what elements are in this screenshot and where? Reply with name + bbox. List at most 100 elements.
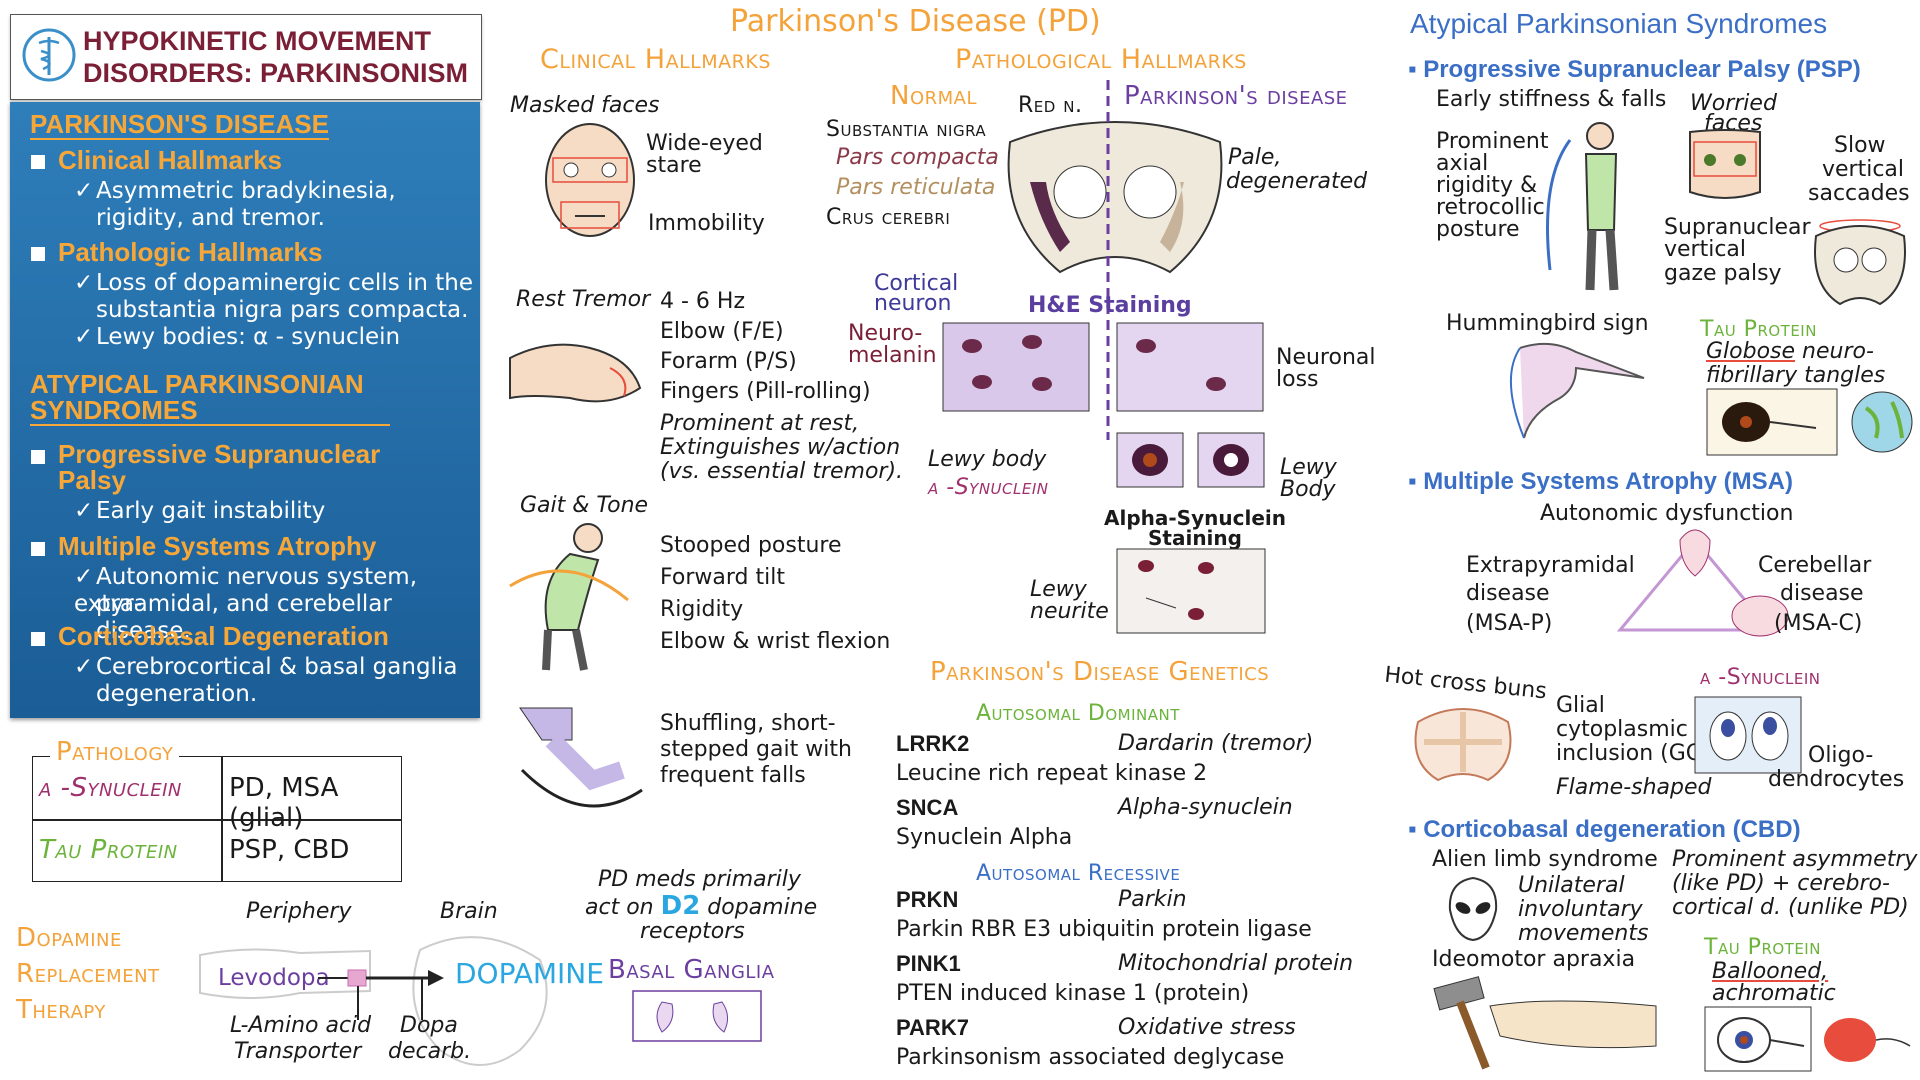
levodopa-arrow (318, 969, 444, 1020)
alien-head-icon (1448, 876, 1498, 942)
gait-tone-label: Gait & Tone (520, 493, 649, 518)
aps-header-2: SYNDROMES (30, 396, 390, 426)
check-item: ✓Loss of dopaminergic cells in the (74, 270, 474, 296)
stooped-label: Stooped posture (660, 533, 842, 558)
periphery-label: Periphery (246, 899, 352, 924)
alien-label: Alien limb syndrome (1432, 847, 1658, 872)
tremor-hand-illustration (509, 343, 642, 403)
meds-line-3: receptors (640, 919, 745, 944)
retrocollic-figure-illustration (1546, 122, 1619, 291)
lewy-neurite-label-2: neurite (1030, 599, 1109, 624)
gene-protein: Oxidative stress (1118, 1015, 1296, 1040)
forarm-label: Forarm (P/S) (660, 349, 797, 374)
lewy-body-label: Lewy body (928, 447, 1047, 472)
wide-eyed-label-1: Wide-eyed (646, 131, 763, 156)
table-row-disease: PD, MSA (glial) (229, 773, 339, 833)
check-item: ✓Early gait instability (74, 498, 326, 524)
check-item: ✓Lewy bodies: α - synuclein (74, 324, 401, 350)
transporter-label-1: L-Amino acid (230, 1013, 372, 1038)
unilateral-label-3: movements (1518, 921, 1649, 946)
check-item: ✓Autonomic nervous system, extra- (74, 564, 418, 617)
aps-header-1: ATYPICAL PARKINSONIAN (30, 369, 364, 399)
clinical-hallmarks-heading: Clinical Hallmarks (58, 145, 282, 175)
globose-label-2: fibrillary tangles (1706, 363, 1886, 388)
hammer-hand-illustration (1433, 976, 1657, 1070)
red-n-label: Red n. (1018, 93, 1083, 118)
psp-heading-1: Progressive Supranuclear (58, 439, 381, 469)
worried-label-1: Worried (1690, 91, 1777, 116)
table-row-protein: α -Synuclein (39, 773, 182, 803)
axial-label-5: posture (1436, 217, 1520, 242)
rigidity-label: Rigidity (660, 597, 744, 622)
decarb-label-2: decarb. (388, 1039, 472, 1064)
cbd-tau-label: Tau Protein (1704, 935, 1821, 960)
msa-triangle-diagram (1616, 529, 1789, 637)
pathology-table-title: Pathology (50, 739, 180, 765)
normal-label: Normal (890, 81, 977, 111)
supra-label-2: vertical (1664, 237, 1747, 262)
bullet-square (31, 155, 45, 169)
oligo-label-2: dendrocytes (1768, 767, 1905, 792)
gene-name: PINK1 (896, 951, 961, 976)
gene-fullname: Parkin RBR E3 ubiquitin protein ligase (896, 917, 1312, 942)
ballooned-neuron-illustration (1704, 1006, 1911, 1072)
he-pd-panel (1116, 322, 1264, 412)
lewy-body-right-2: Body (1280, 477, 1336, 502)
check-item: ✓Asymmetric bradykinesia, (74, 178, 396, 204)
prominent-line-1: Prominent at rest, (660, 411, 860, 436)
caduceus-icon (22, 28, 76, 82)
alpha-syn-label: α -Synuclein (928, 475, 1049, 500)
gene-protein: Alpha-synuclein (1118, 795, 1293, 820)
elbow-label: Elbow (F/E) (660, 319, 784, 344)
title-line-1: HYPOKINETIC MOVEMENT (83, 26, 432, 56)
cortical-label-1: Cortical (874, 271, 959, 296)
neuromelanin-label-1: Neuro- (848, 321, 923, 346)
main-title: Parkinson's Disease (PD) (730, 4, 1101, 39)
brain-label: Brain (440, 899, 498, 924)
asym-label-3: cortical d. (unlike PD) (1672, 895, 1909, 920)
gene-fullname: PTEN induced kinase 1 (protein) (896, 981, 1250, 1006)
cereb-label-2: disease (1780, 581, 1864, 606)
pars-compacta-label: Pars compacta (836, 145, 999, 170)
cbd-title: ▪ Corticobasal degeneration (CBD) (1408, 816, 1801, 843)
prominent-line-3: (vs. essential tremor). (660, 459, 904, 484)
pale-label-1: Pale, (1228, 145, 1282, 170)
lewy-body-panels (1116, 432, 1265, 488)
cereb-label-1: Cerebellar (1758, 553, 1872, 578)
axial-label-4: retrocollic (1436, 195, 1545, 220)
levodopa-label: Levodopa (218, 965, 330, 991)
forward-label: Forward tilt (660, 565, 785, 590)
gene-protein: Dardarin (tremor) (1118, 731, 1314, 756)
basal-ganglia-diagram (632, 990, 762, 1042)
msa-title: ▪ Multiple Systems Atrophy (MSA) (1408, 468, 1793, 495)
shuffling-legs-illustration (519, 707, 643, 808)
axial-label-2: axial (1436, 151, 1489, 176)
gene-name: PRKN (896, 887, 959, 912)
immobility-label: Immobility (648, 211, 765, 236)
cereb-label-3: (MSA-C) (1774, 611, 1863, 636)
gene-fullname: Parkinsonism associated deglycase (896, 1045, 1285, 1070)
oligo-label-1: Oligo- (1808, 743, 1874, 768)
ballooned-label-1: Ballooned, (1712, 959, 1829, 984)
shuffling-line-3: frequent falls (660, 763, 806, 788)
table-row-disease: PSP, CBD (229, 835, 350, 865)
slow-label-1: Slow (1834, 133, 1886, 158)
gci-label-2: cytoplasmic (1556, 717, 1688, 742)
hz-label: 4 - 6 Hz (660, 289, 746, 314)
decarb-label-1: Dopa (400, 1013, 458, 1038)
neuromelanin-label-2: melanin (848, 343, 937, 368)
slow-label-2: vertical (1822, 157, 1905, 182)
pathologic-hallmarks-heading: Pathologic Hallmarks (58, 237, 323, 267)
hummingbird-label: Hummingbird sign (1446, 311, 1649, 336)
autosomal-dominant-label: Autosomal Dominant (976, 701, 1180, 726)
clinical-hallmarks-title: Clinical Hallmarks (540, 44, 771, 75)
gci-label-1: Glial (1556, 693, 1605, 718)
gene-name: LRRK2 (896, 731, 970, 756)
supra-label-1: Supranuclear (1664, 215, 1811, 240)
msa-alpha-label: α -Synuclein (1700, 665, 1821, 690)
meds-line-2: act on D2 dopamine (585, 891, 818, 921)
flame-label: Flame-shaped (1556, 775, 1712, 800)
elbow-wrist-label: Elbow & wrist flexion (660, 629, 891, 654)
globose-label-1: Globose neuro- (1706, 339, 1874, 364)
extra-label-2: disease (1466, 581, 1550, 606)
